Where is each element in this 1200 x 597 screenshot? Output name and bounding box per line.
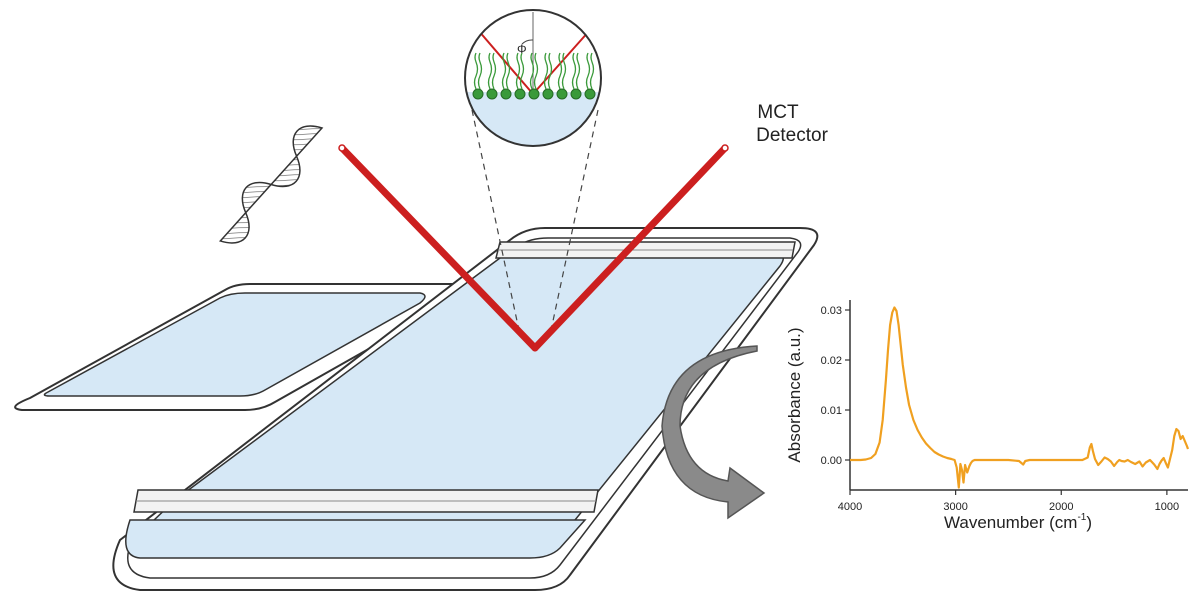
inset-angle-arc — [521, 39, 534, 45]
lipid-headgroup — [570, 88, 582, 100]
lipid-headgroup — [514, 88, 526, 100]
left-subphase — [43, 292, 426, 397]
x-tick-label: 1000 — [1155, 501, 1179, 513]
lipid-tail — [505, 52, 511, 90]
lipid-tail — [543, 52, 549, 90]
lower-subphase — [125, 519, 587, 559]
detector-label-line1: MCT — [757, 102, 799, 123]
top-barrier — [495, 241, 796, 259]
lipid-headgroup — [500, 88, 512, 100]
lipid-tail — [477, 52, 483, 90]
lipid-tail — [585, 52, 591, 90]
beam-source-point — [338, 144, 346, 152]
y-tick-label: 0.00 — [821, 455, 842, 467]
lipid-tail — [487, 52, 493, 90]
inset-reflected-ray — [532, 29, 591, 95]
y-tick-label: 0.01 — [821, 405, 842, 417]
x-tick-label: 2000 — [1049, 501, 1073, 513]
bottom-barrier — [133, 489, 599, 513]
y-tick-label: 0.03 — [821, 305, 842, 317]
lipid-tail — [515, 52, 521, 90]
lipid-headgroup — [542, 88, 554, 100]
spectrum-series-line — [850, 306, 1190, 489]
lipid-tail — [589, 52, 595, 90]
lipid-tail — [561, 52, 567, 90]
inset-angle-symbol: Φ — [517, 42, 527, 56]
incident-beam — [338, 144, 539, 352]
lipid-tail — [547, 52, 553, 90]
lipid-tail — [501, 52, 507, 90]
ir-beam — [338, 144, 729, 352]
y-tick-label: 0.02 — [821, 355, 842, 367]
monolayer-inset: Φ — [464, 9, 602, 147]
curved-arrow-to-spectrum — [661, 345, 766, 520]
beam-detector-point — [721, 144, 729, 152]
detector-label-line2: Detector — [756, 125, 828, 146]
chart-x-label: Wavenumber (cm-1) — [944, 512, 1092, 532]
lipid-headgroup — [584, 88, 596, 100]
inset-incident-ray — [477, 29, 534, 95]
lipid-tail — [529, 52, 535, 90]
lipid-tail — [575, 52, 581, 90]
x-tick-label: 3000 — [943, 501, 967, 513]
ir-spectrum-chart: Absorbance (a.u.) Wavenumber (cm-1) 4000… — [785, 300, 1190, 532]
polarized-ir-wave — [218, 125, 324, 244]
lipid-tail — [571, 52, 577, 90]
lipid-tail — [519, 52, 525, 90]
chart-x-label-sup: -1 — [1077, 512, 1086, 523]
lipid-tail — [491, 52, 497, 90]
lipid-headgroup — [486, 88, 498, 100]
chart-x-label-main: Wavenumber (cm — [944, 513, 1078, 532]
lipid-monolayer — [472, 52, 596, 100]
chart-x-label-close: ) — [1086, 513, 1092, 532]
x-tick-label: 4000 — [838, 501, 862, 513]
zoom-guide-lines — [471, 109, 599, 336]
inset-circle-border — [464, 9, 602, 147]
lipid-tail — [557, 52, 563, 90]
trough-inner-rim — [127, 237, 802, 579]
lipid-headgroup — [556, 88, 568, 100]
lipid-headgroup — [472, 88, 484, 100]
inset-subphase — [465, 92, 601, 146]
lipid-tail — [473, 52, 479, 90]
lipid-headgroup — [528, 88, 540, 100]
langmuir-trough — [14, 227, 819, 591]
chart-y-label: Absorbance (a.u.) — [785, 327, 804, 462]
lipid-tail — [533, 52, 539, 90]
reflected-beam — [531, 144, 729, 352]
